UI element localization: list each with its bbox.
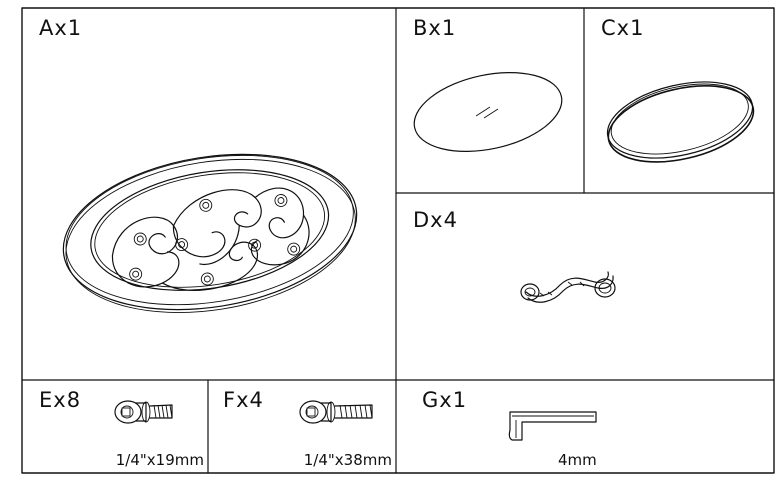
part-d-label: Dx4 [413,208,458,232]
part-b-label: Bx1 [413,16,457,40]
part-f-cell: Fx4 1/4"x38mm [208,380,396,473]
part-g-label: Gx1 [422,388,468,412]
part-e-cell: Ex8 1/4"x19mm [22,380,208,473]
part-c-label: Cx1 [601,16,645,40]
part-f-size: 1/4"x38mm [303,451,392,469]
part-a-cell: Ax1 [22,8,396,380]
part-c-cell: Cx1 [584,8,774,193]
part-e-size: 1/4"x19mm [115,451,204,469]
part-f-label: Fx4 [223,388,264,412]
part-a-label: Ax1 [39,16,83,40]
part-b-cell: Bx1 [396,8,584,193]
part-d-cell: Dx4 [396,193,774,380]
part-e-label: Ex8 [39,388,82,412]
part-g-cell: Gx1 4mm [396,380,774,473]
part-g-size: 4mm [558,451,597,469]
